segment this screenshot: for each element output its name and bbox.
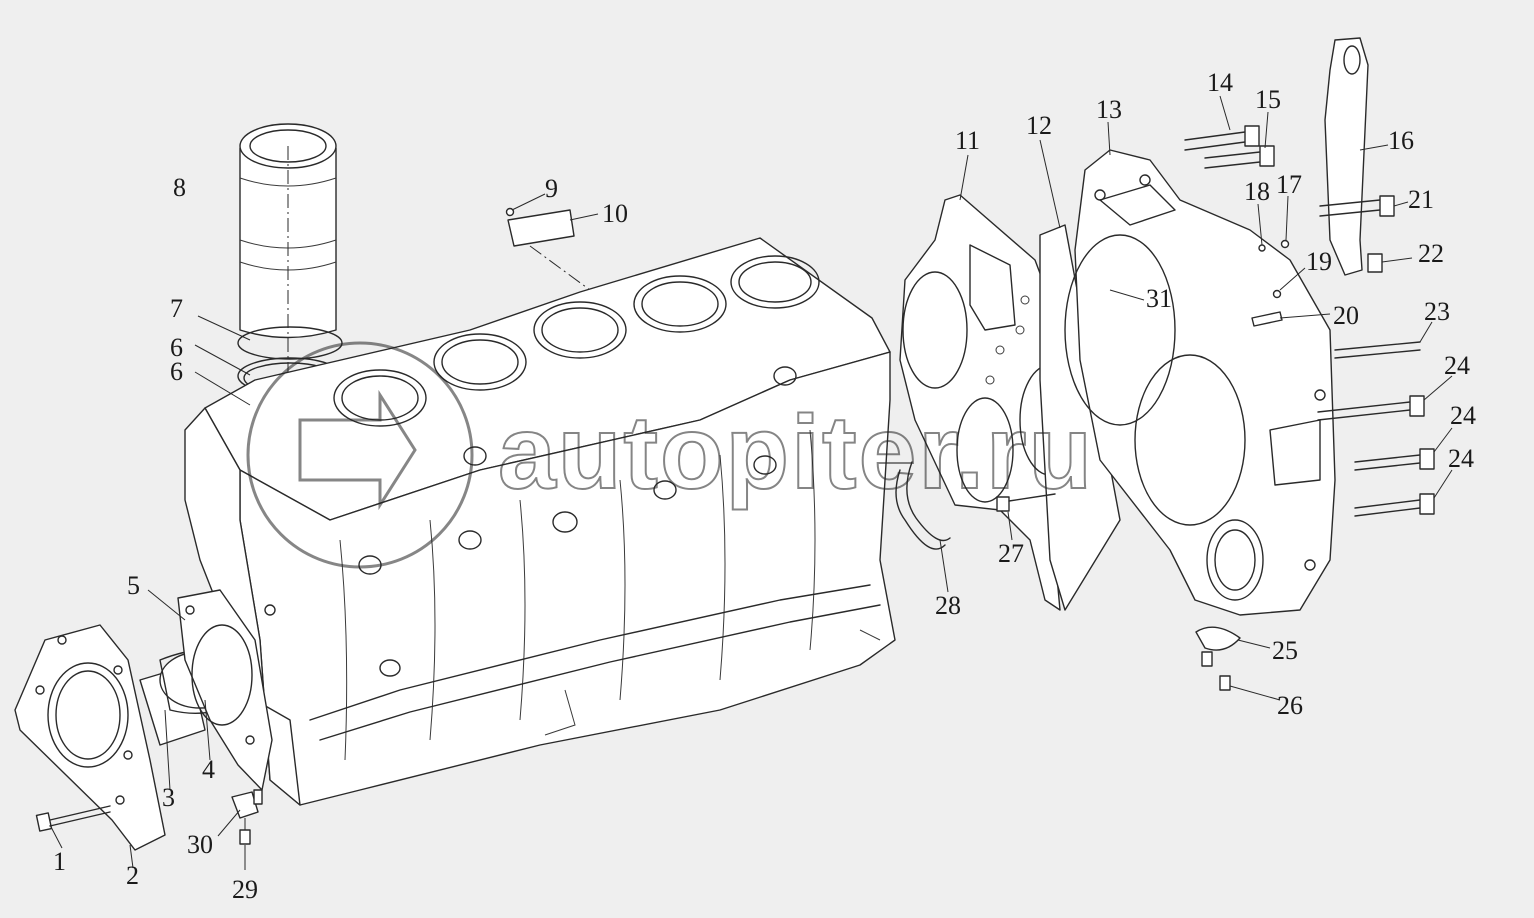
- callout-17: 17: [1276, 170, 1302, 199]
- callout-11: 11: [955, 126, 980, 155]
- watermark-logo-arrow: [298, 389, 417, 511]
- pin-18: [1258, 244, 1266, 252]
- callout-6a: 6: [170, 333, 183, 362]
- bolt-24: [1317, 395, 1435, 517]
- bolt-23: [1334, 341, 1421, 359]
- callout-25: 25: [1272, 636, 1298, 665]
- callout-13: 13: [1096, 95, 1122, 124]
- callout-21: 21: [1408, 185, 1434, 214]
- bolt-21: [1319, 195, 1395, 217]
- cylinder-block: [184, 237, 896, 806]
- cover-plate-25: [1195, 626, 1241, 691]
- callout-20: 20: [1333, 301, 1359, 330]
- callout-23: 23: [1424, 297, 1450, 326]
- callout-6b: 6: [170, 357, 183, 386]
- bolt-1: [35, 805, 111, 832]
- watermark: autopiter.ru: [246, 341, 1094, 569]
- callout-24b: 24: [1450, 401, 1476, 430]
- callout-31: 31: [1146, 284, 1172, 313]
- callout-26: 26: [1277, 691, 1303, 720]
- callout-8: 8: [173, 173, 186, 202]
- pin-17: [1280, 239, 1290, 249]
- bolt-27: [996, 493, 1056, 512]
- callout-27: 27: [998, 539, 1024, 568]
- callout-29: 29: [232, 875, 258, 904]
- bolt-29: [239, 818, 251, 845]
- callout-19: 19: [1306, 247, 1332, 276]
- callout-labels: 1 2 3 4 5 6 6 7 8 9 10 11 12 13 14 15 16…: [53, 68, 1476, 904]
- callout-24a: 24: [1444, 351, 1470, 380]
- gasket-28: [895, 461, 951, 550]
- callout-28: 28: [935, 591, 961, 620]
- callout-10: 10: [602, 199, 628, 228]
- callout-7: 7: [170, 294, 183, 323]
- callout-24c: 24: [1448, 444, 1474, 473]
- rear-oil-seal-housing: [14, 624, 166, 851]
- watermark-logo-circle: [246, 341, 474, 569]
- callout-14: 14: [1207, 68, 1233, 97]
- callout-18: 18: [1244, 177, 1270, 206]
- callout-9: 9: [545, 174, 558, 203]
- callout-1: 1: [53, 847, 66, 876]
- pin-20: [1251, 311, 1283, 327]
- bolt-22: [1367, 253, 1383, 273]
- cover-plate: [505, 207, 591, 291]
- pin-19: [1272, 289, 1282, 299]
- bolt-15: [1204, 145, 1275, 169]
- bolt-14: [1184, 125, 1260, 151]
- callout-3: 3: [162, 783, 175, 812]
- cylinder-liner: [239, 123, 337, 600]
- callout-30: 30: [187, 830, 213, 859]
- timing-gear-housing: [1064, 149, 1336, 616]
- lifting-bracket: [1324, 37, 1369, 276]
- callout-5: 5: [127, 571, 140, 600]
- callout-2: 2: [126, 861, 139, 890]
- callout-4: 4: [202, 755, 215, 784]
- callout-16: 16: [1388, 126, 1414, 155]
- callout-22: 22: [1418, 239, 1444, 268]
- front-plate: [1039, 224, 1121, 611]
- leader-lines: [49, 95, 1453, 870]
- callout-15: 15: [1255, 85, 1281, 114]
- callout-12: 12: [1026, 111, 1052, 140]
- watermark-text: autopiter.ru: [498, 395, 1094, 511]
